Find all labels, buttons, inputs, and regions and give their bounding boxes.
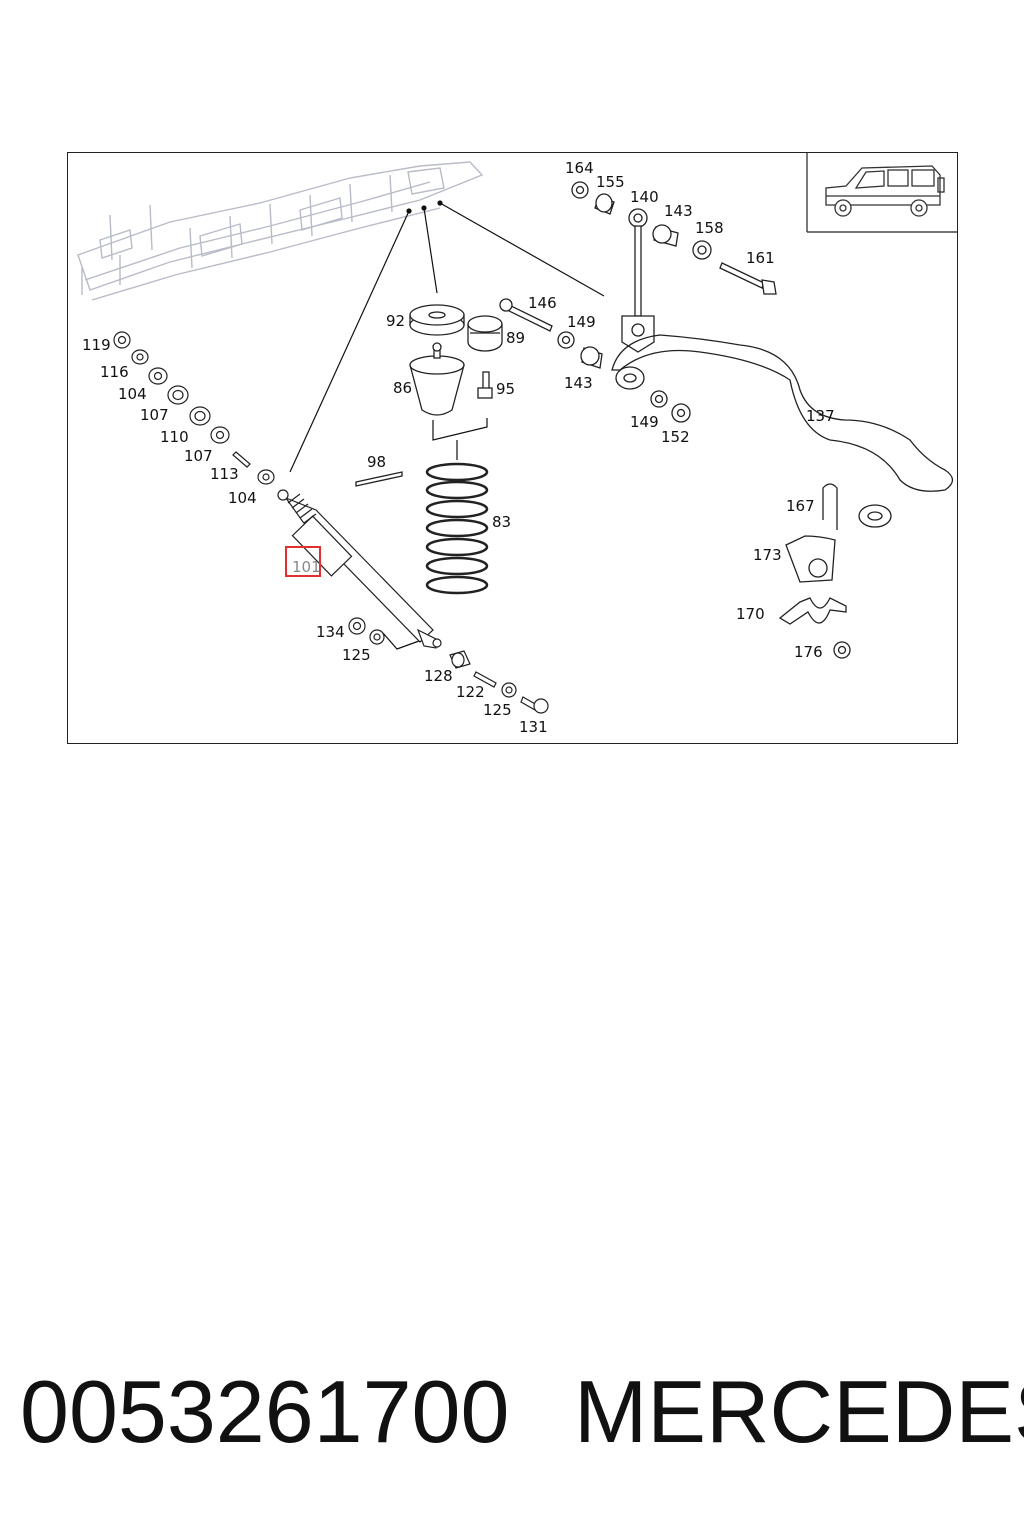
callout-176: 176 bbox=[794, 643, 823, 661]
shock-mount-hardware-lower bbox=[348, 617, 549, 714]
callout-158: 158 bbox=[695, 219, 724, 237]
callout-170: 170 bbox=[736, 605, 765, 623]
callout-83: 83 bbox=[492, 513, 511, 531]
callout-116: 116 bbox=[100, 363, 129, 381]
callout-113: 113 bbox=[210, 465, 239, 483]
callout-104: 104 bbox=[228, 489, 257, 507]
callout-104: 104 bbox=[118, 385, 147, 403]
callout-143: 143 bbox=[564, 374, 593, 392]
brand-name: MERCEDES bbox=[574, 1362, 1024, 1461]
stabilizer-mount bbox=[778, 483, 851, 659]
callout-92: 92 bbox=[386, 312, 405, 330]
callout-155: 155 bbox=[596, 173, 625, 191]
parts-diagram-frame bbox=[67, 152, 958, 744]
callout-86: 86 bbox=[393, 379, 412, 397]
stabilizer-link bbox=[499, 181, 777, 423]
chassis-frame-outline bbox=[77, 161, 484, 301]
callout-110: 110 bbox=[160, 428, 189, 446]
callout-140: 140 bbox=[630, 188, 659, 206]
callout-119: 119 bbox=[82, 336, 111, 354]
callout-labels: 119 116 104 107 110 107 113 104 101 134 … bbox=[82, 159, 835, 736]
callout-131: 131 bbox=[519, 718, 548, 736]
callout-161: 161 bbox=[746, 249, 775, 267]
callout-173: 173 bbox=[753, 546, 782, 564]
callout-89: 89 bbox=[506, 329, 525, 347]
callout-107: 107 bbox=[184, 447, 213, 465]
vehicle-thumbnail bbox=[806, 153, 957, 233]
suv-icon bbox=[825, 165, 945, 217]
leader-lines bbox=[289, 200, 605, 650]
callout-101: 101 bbox=[292, 558, 321, 576]
callout-149: 149 bbox=[630, 413, 659, 431]
bellows bbox=[287, 493, 317, 524]
callout-152: 152 bbox=[661, 428, 690, 446]
callout-134: 134 bbox=[316, 623, 345, 641]
part-number: 0053261700 bbox=[20, 1362, 510, 1461]
shock-absorber bbox=[277, 489, 442, 649]
spring-assembly bbox=[355, 304, 503, 595]
stabilizer-bar bbox=[611, 334, 954, 528]
callout-149: 149 bbox=[567, 313, 596, 331]
callout-95: 95 bbox=[496, 380, 515, 398]
callout-98: 98 bbox=[367, 453, 386, 471]
callout-143: 143 bbox=[664, 202, 693, 220]
callout-137: 137 bbox=[806, 407, 835, 425]
callout-167: 167 bbox=[786, 497, 815, 515]
callout-128: 128 bbox=[424, 667, 453, 685]
exploded-parts-diagram: 119 116 104 107 110 107 113 104 101 134 … bbox=[77, 153, 957, 736]
callout-125: 125 bbox=[483, 701, 512, 719]
shock-mount-hardware-upper bbox=[113, 331, 275, 485]
callout-146: 146 bbox=[528, 294, 557, 312]
callout-122: 122 bbox=[456, 683, 485, 701]
callout-125: 125 bbox=[342, 646, 371, 664]
callout-107: 107 bbox=[140, 406, 169, 424]
callout-164: 164 bbox=[565, 159, 594, 177]
highlight-box bbox=[285, 546, 321, 577]
